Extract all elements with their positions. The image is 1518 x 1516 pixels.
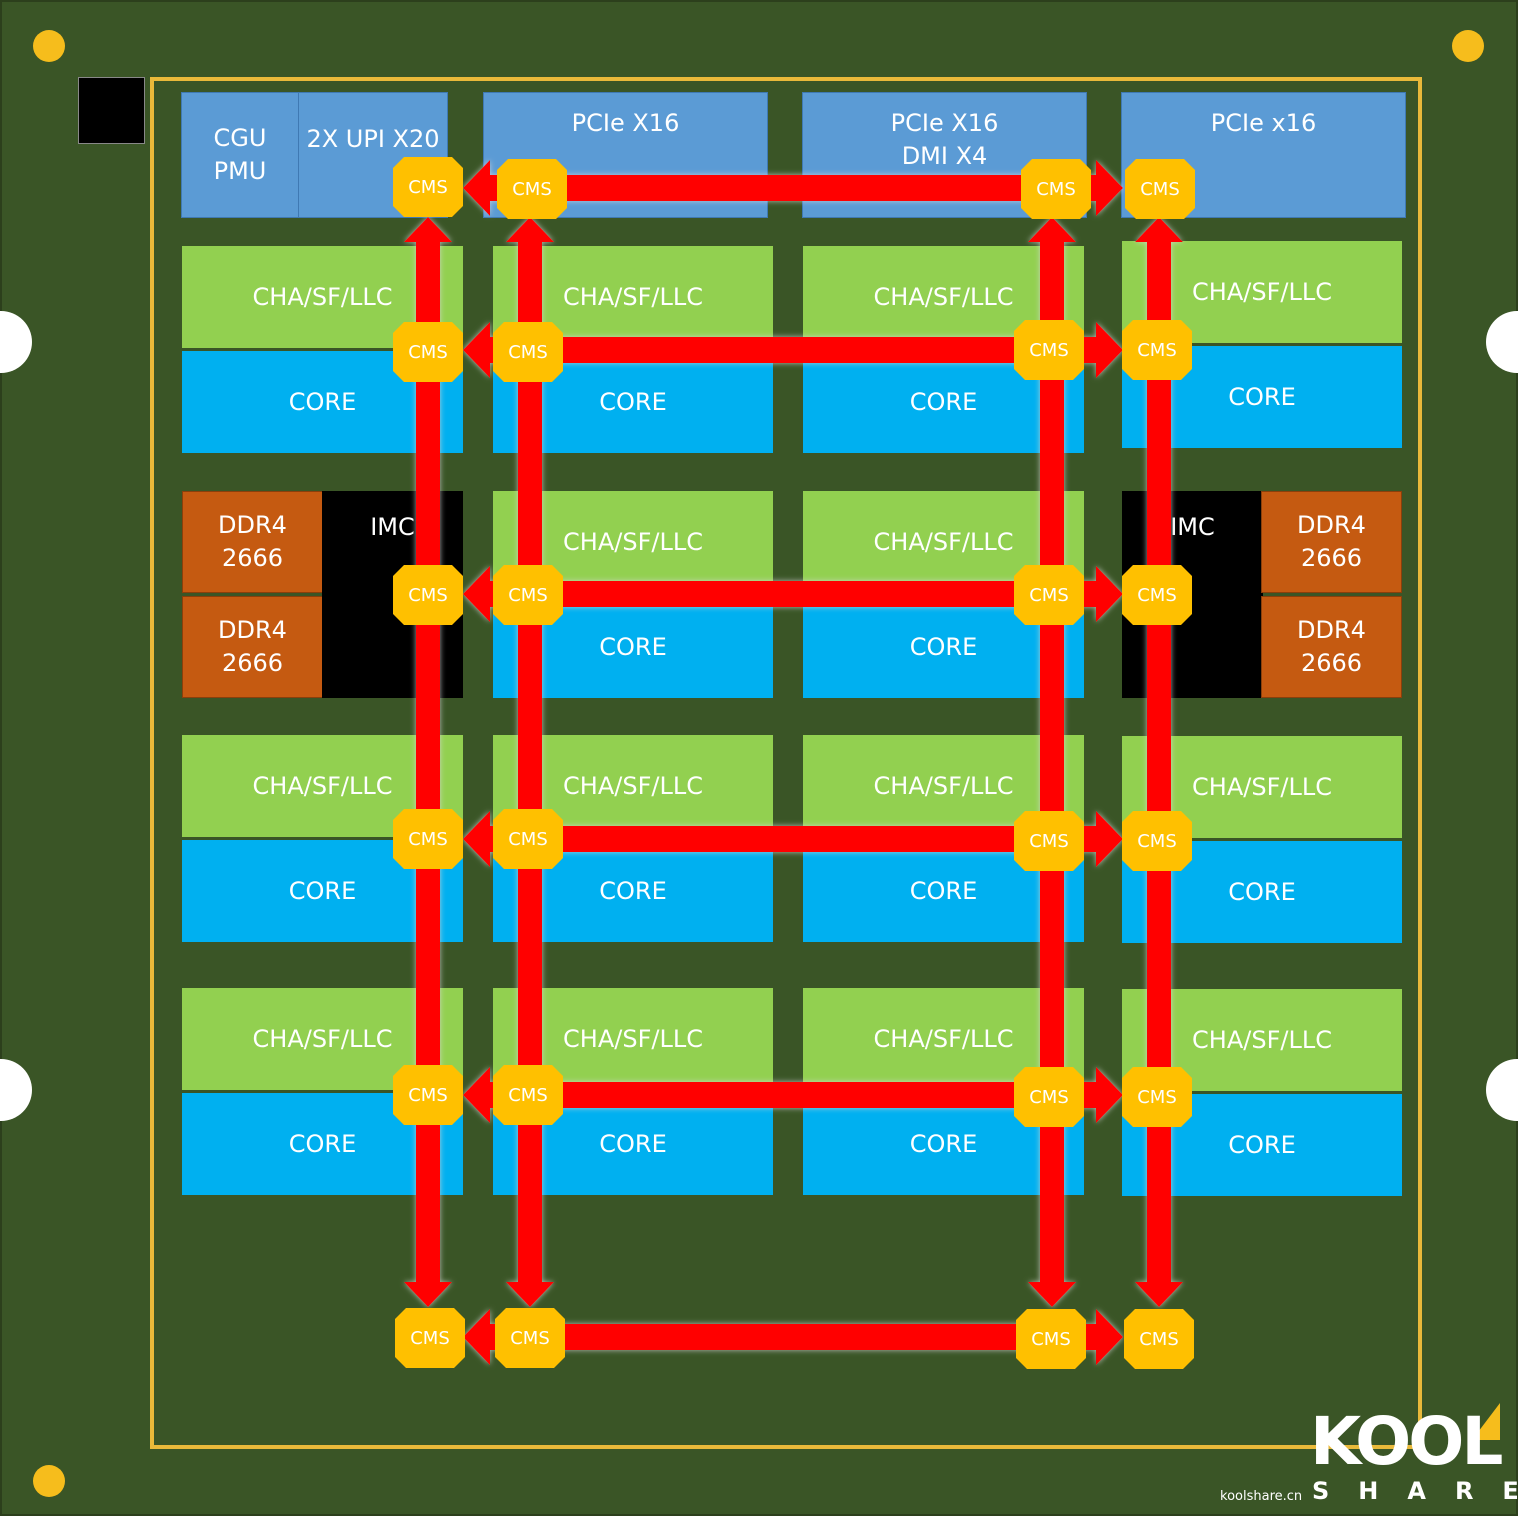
cms-node: CMS bbox=[393, 809, 463, 869]
upi-block: 2X UPI X20 bbox=[298, 92, 448, 218]
cms-node: CMS bbox=[393, 565, 463, 625]
mesh-row bbox=[463, 811, 1123, 867]
cms-node: CMS bbox=[1122, 320, 1192, 380]
ddr4-block: DDR4 2666 bbox=[182, 491, 323, 593]
cms-node: CMS bbox=[1122, 811, 1192, 871]
logo-word: KOOL bbox=[1310, 1403, 1503, 1480]
cms-node: CMS bbox=[497, 159, 567, 219]
mesh-row bbox=[463, 160, 1123, 216]
cms-node: CMS bbox=[493, 565, 563, 625]
ddr4-block: DDR4 2666 bbox=[1261, 491, 1402, 593]
mesh-row bbox=[463, 1309, 1123, 1365]
cms-node: CMS bbox=[395, 1308, 465, 1368]
mesh-row bbox=[463, 1067, 1123, 1123]
corner-dot bbox=[33, 30, 65, 62]
logo-url: koolshare.cn bbox=[1220, 1489, 1303, 1504]
mesh-row bbox=[463, 566, 1123, 622]
cms-node: CMS bbox=[1016, 1309, 1086, 1369]
cms-node: CMS bbox=[493, 809, 563, 869]
cms-node: CMS bbox=[1021, 159, 1091, 219]
cms-node: CMS bbox=[1122, 565, 1192, 625]
ddr4-block: DDR4 2666 bbox=[182, 596, 323, 698]
cms-node: CMS bbox=[1014, 320, 1084, 380]
cms-node: CMS bbox=[393, 322, 463, 382]
koolshare-logo: KOOL SHARE koolshare.cn bbox=[1220, 1395, 1518, 1510]
cgu-pmu-block: CGU PMU bbox=[181, 92, 299, 218]
cms-node: CMS bbox=[1014, 811, 1084, 871]
cms-node: CMS bbox=[393, 157, 463, 217]
cms-node: CMS bbox=[495, 1308, 565, 1368]
mesh-column bbox=[1135, 217, 1183, 1307]
cms-node: CMS bbox=[1014, 1067, 1084, 1127]
cms-node: CMS bbox=[1125, 159, 1195, 219]
logo-corner-triangle bbox=[1472, 1403, 1500, 1440]
mesh-column bbox=[1028, 217, 1076, 1307]
mesh-row bbox=[463, 322, 1123, 378]
cms-node: CMS bbox=[1124, 1309, 1194, 1369]
pin1-marker bbox=[78, 77, 145, 144]
cms-node: CMS bbox=[493, 322, 563, 382]
cha-block: CHA/SF/LLC bbox=[803, 491, 1084, 593]
logo-subtitle: SHARE bbox=[1312, 1477, 1518, 1505]
cms-node: CMS bbox=[1014, 565, 1084, 625]
cms-node: CMS bbox=[393, 1065, 463, 1125]
ddr4-block: DDR4 2666 bbox=[1261, 596, 1402, 698]
die-outline bbox=[150, 77, 1422, 1449]
corner-dot bbox=[33, 1465, 65, 1497]
cms-node: CMS bbox=[493, 1065, 563, 1125]
cms-node: CMS bbox=[1122, 1067, 1192, 1127]
corner-dot bbox=[1452, 30, 1484, 62]
